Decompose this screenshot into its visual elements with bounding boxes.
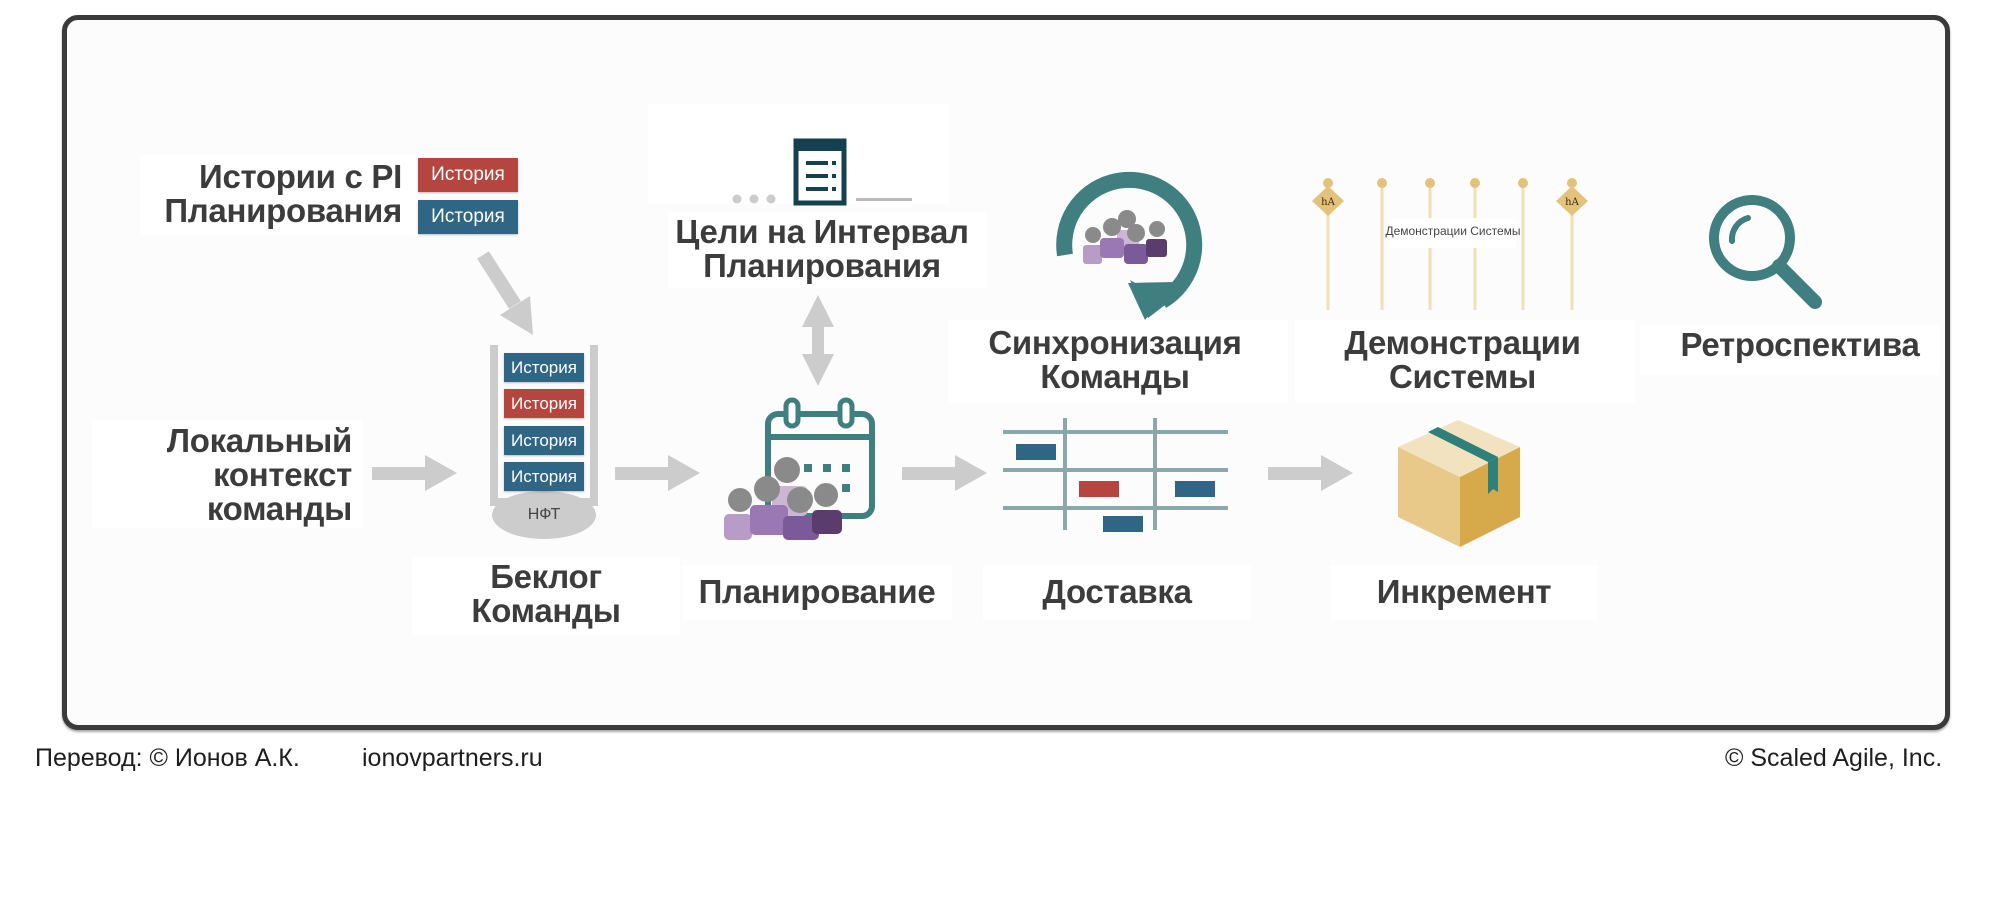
label-background xyxy=(682,565,952,620)
label-background xyxy=(1640,325,1940,375)
label-background xyxy=(1295,320,1635,402)
backlog-story: История xyxy=(504,353,584,382)
arrow-up-down-icon xyxy=(802,295,834,386)
svg-text:hA: hA xyxy=(1565,197,1579,208)
label-background xyxy=(983,565,1251,620)
local-context-label: Локальный контекст команды xyxy=(166,422,352,527)
milestone-timeline-icon: hA hA xyxy=(1312,178,1588,310)
arrow-right-icon xyxy=(1268,455,1353,491)
backlog-bin-icon xyxy=(490,345,598,539)
cycle-team-icon xyxy=(1056,171,1203,320)
demo-label: Демонстрации Системы xyxy=(1344,324,1581,395)
label-background xyxy=(412,557,680,635)
story-tag: История xyxy=(418,158,518,192)
label-background xyxy=(1330,565,1598,620)
demo-timeline-label: Демонстрации Системы xyxy=(1385,224,1521,238)
label-background xyxy=(1390,218,1516,248)
document-list-icon xyxy=(732,138,912,206)
arrow-right-icon xyxy=(372,455,457,491)
planning-label: Планирование xyxy=(698,573,936,610)
label-background xyxy=(668,212,986,288)
backlog-label: Беклог Команды xyxy=(471,558,621,629)
story-tag: История xyxy=(418,200,518,234)
arrow-right-icon xyxy=(615,455,700,491)
package-box-icon xyxy=(1398,420,1520,547)
backlog-story: История xyxy=(504,426,584,455)
label-background xyxy=(92,420,362,528)
copyright: © Scaled Agile, Inc. xyxy=(1725,744,1943,772)
pi-stories-label: Истории с PI Планирования xyxy=(164,158,402,229)
nfr-label: НФТ xyxy=(527,506,561,523)
backlog-story: История xyxy=(504,389,584,418)
increment-label: Инкремент xyxy=(1376,573,1552,610)
retro-label: Ретроспектива xyxy=(1680,326,1920,363)
objectives-label: Цели на Интервал Планирования xyxy=(675,213,969,284)
label-background xyxy=(140,155,420,235)
translation-credit: Перевод: © Ионов А.К. xyxy=(35,744,300,772)
magnifier-icon xyxy=(1709,195,1822,309)
backlog-story: История xyxy=(504,462,584,491)
svg-text:hA: hA xyxy=(1321,197,1335,208)
kanban-grid-icon xyxy=(1003,418,1228,532)
sync-label: Синхронизация Команды xyxy=(988,324,1242,395)
label-background xyxy=(948,320,1288,402)
delivery-label: Доставка xyxy=(1042,573,1192,610)
site-link[interactable]: ionovpartners.ru xyxy=(362,744,543,772)
arrow-right-icon xyxy=(902,455,987,491)
arrow-down-right-icon xyxy=(477,251,533,335)
flow-arrows xyxy=(372,455,1353,491)
calendar-team-icon xyxy=(724,397,875,540)
